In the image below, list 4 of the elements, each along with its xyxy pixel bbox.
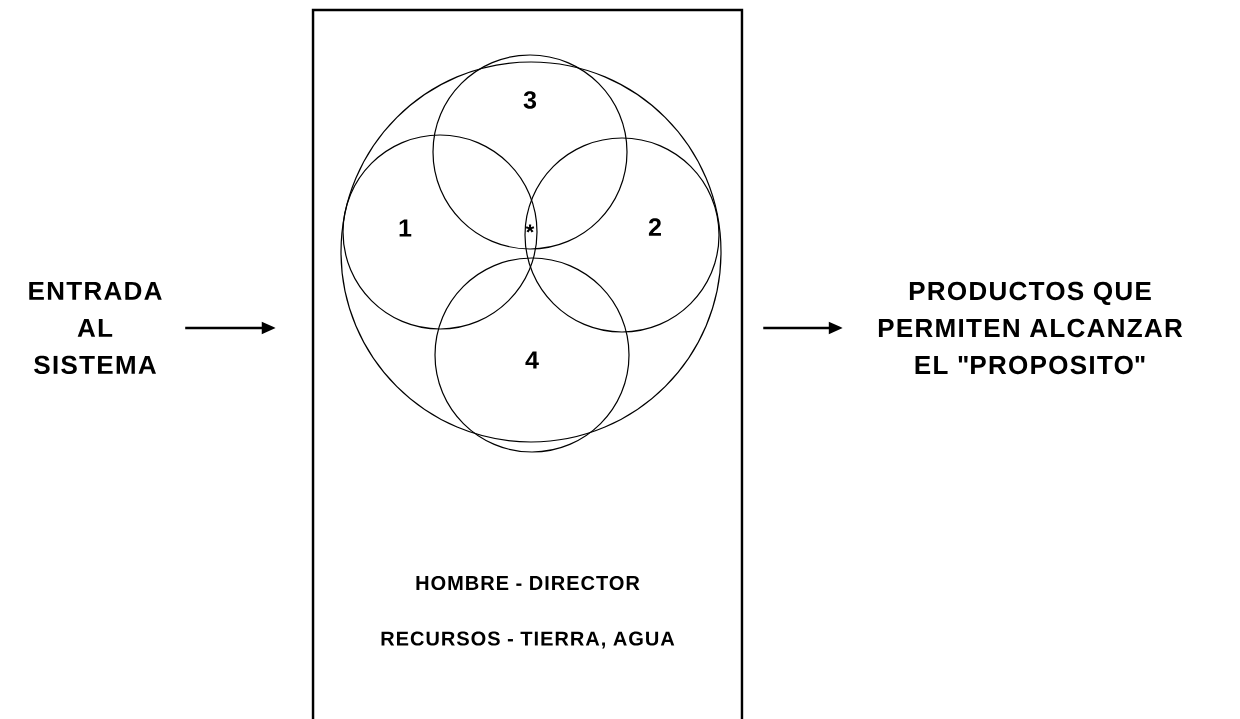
text-label: PRODUCTOS QUE PERMITEN ALCANZAR EL "PROPOSITO": [878, 281, 1183, 375]
text-label: ENTRADA AL SISTEMA: [29, 281, 162, 375]
star-mark: *: [525, 224, 535, 233]
circle: [340, 61, 722, 443]
